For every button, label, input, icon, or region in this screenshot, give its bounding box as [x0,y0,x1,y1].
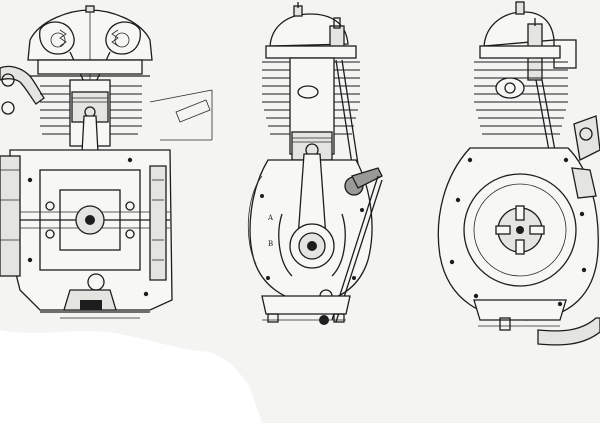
side-section-view: A B [247,2,383,325]
torn-paper-edge [0,330,262,423]
front-section-view [0,5,213,319]
reference-letter-a: A [267,214,274,222]
side-exterior-view [437,1,600,346]
reference-letter-b: B [268,240,273,248]
